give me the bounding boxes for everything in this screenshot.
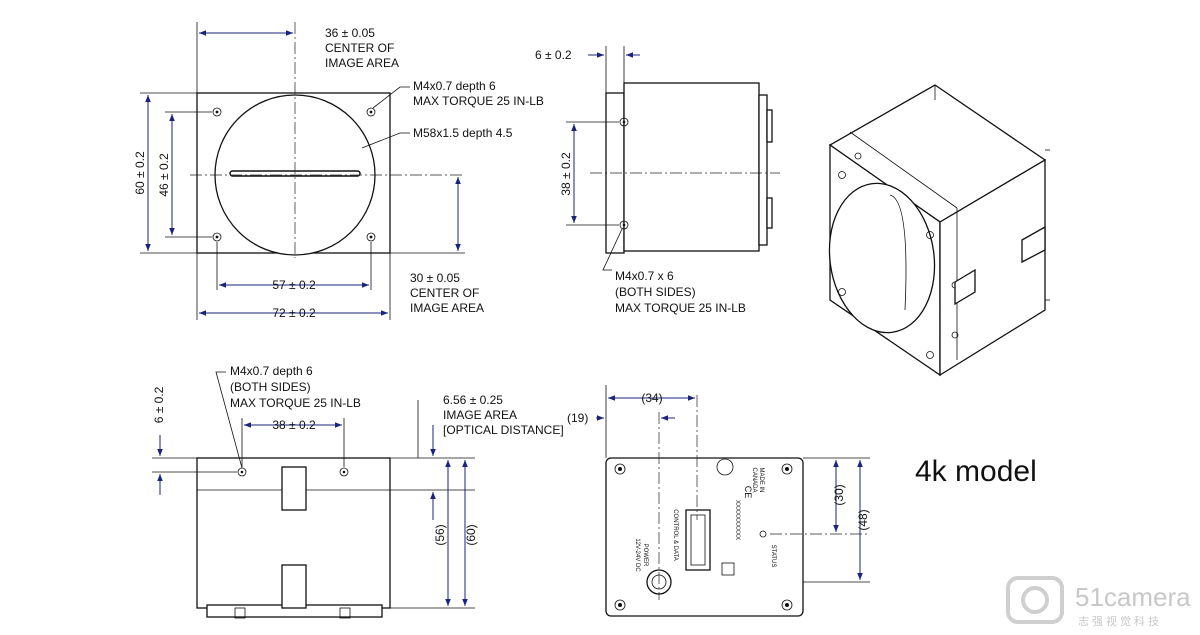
label-made-1: MADE IN xyxy=(758,467,764,492)
back-dim-30: (30) xyxy=(832,484,846,505)
back-view: CONTROL & DATA POWER 12V-24V DC STATUS M… xyxy=(567,385,870,617)
bottom-height-inner-label: (56) xyxy=(433,524,447,545)
bottom-height-outer-label: (60) xyxy=(464,524,478,545)
front-height-total-label: 60 ± 0.2 xyxy=(133,151,147,195)
mount-holes xyxy=(212,107,376,242)
label-control: CONTROL & DATA xyxy=(672,509,678,561)
side-note-3: MAX TORQUE 25 IN-LB xyxy=(615,301,746,315)
front-hole-spacing-label: 57 ± 0.2 xyxy=(272,278,316,292)
status-led xyxy=(759,530,767,538)
front-width-center-note-2: IMAGE AREA xyxy=(325,56,399,70)
front-width-center-note-1: CENTER OF xyxy=(325,41,394,55)
ground-screw xyxy=(716,458,734,476)
isometric-view xyxy=(828,84,1050,377)
corner-screws xyxy=(614,463,793,611)
control-data-connector xyxy=(685,509,711,571)
watermark-logo: 51camera 志强视觉科技 xyxy=(1006,576,1191,628)
side-note-1: M4x0.7 x 6 xyxy=(615,269,674,283)
label-model: XXXXXXXXXX xyxy=(734,500,740,540)
front-m4-note-1: M4x0.7 depth 6 xyxy=(413,79,496,93)
front-view: 36 ± 0.05 CENTER OF IMAGE AREA M4x0.7 de… xyxy=(133,22,544,320)
bottom-note-1: M4x0.7 depth 6 xyxy=(230,364,313,378)
label-ce: CE xyxy=(743,486,753,499)
back-dim-48: (48) xyxy=(856,509,870,530)
bottom-note-2: (BOTH SIDES) xyxy=(230,380,311,394)
iso-side-face xyxy=(939,158,1046,377)
bottom-optical-1: 6.56 ± 0.25 xyxy=(443,393,503,407)
side-view: 6 ± 0.2 38 ± 0.2 M4x0.7 x 6 (BOTH SIDES)… xyxy=(535,46,780,315)
bottom-optical-2: IMAGE AREA xyxy=(443,408,517,422)
front-m4-note-2: MAX TORQUE 25 IN-LB xyxy=(413,94,544,108)
top-tab xyxy=(281,466,307,511)
label-made-2: CANADA xyxy=(751,467,757,492)
side-flange-label: 6 ± 0.2 xyxy=(535,48,572,62)
bottom-note-3: MAX TORQUE 25 IN-LB xyxy=(230,396,361,410)
front-width-total-label: 72 ± 0.2 xyxy=(272,306,316,320)
bottom-view: M4x0.7 depth 6 (BOTH SIDES) MAX TORQUE 2… xyxy=(152,364,564,619)
model-label: 4k model xyxy=(915,455,1037,488)
front-height-holes-label: 46 ± 0.2 xyxy=(157,153,171,197)
bottom-optical-3: [OPTICAL DISTANCE] xyxy=(443,423,564,437)
iso-lens-mount xyxy=(828,182,936,334)
front-width-center-label: 36 ± 0.05 xyxy=(325,26,375,40)
front-m58-note: M58x1.5 depth 4.5 xyxy=(413,126,513,140)
bottom-flange-label: 6 ± 0.2 xyxy=(152,386,166,423)
label-status: STATUS xyxy=(770,545,776,568)
back-dim-19: (19) xyxy=(567,411,588,425)
label-power-1: POWER xyxy=(642,544,648,567)
front-height-center-note-2: IMAGE AREA xyxy=(410,301,484,315)
watermark-brand: 51camera xyxy=(1075,582,1191,612)
label-power-2: 12V-24V DC xyxy=(634,538,640,572)
watermark-sub: 志强视觉科技 xyxy=(1078,614,1162,628)
side-note-2: (BOTH SIDES) xyxy=(615,285,696,299)
side-housing xyxy=(623,82,760,252)
front-height-center-label: 30 ± 0.05 xyxy=(410,271,460,285)
front-height-center-note-1: CENTER OF xyxy=(410,286,479,300)
bottom-hole-spacing-label: 38 ± 0.2 xyxy=(272,418,316,432)
back-dim-34: (34) xyxy=(641,391,662,405)
bottom-tab xyxy=(281,564,307,609)
side-hole-spacing-label: 38 ± 0.2 xyxy=(559,152,573,196)
